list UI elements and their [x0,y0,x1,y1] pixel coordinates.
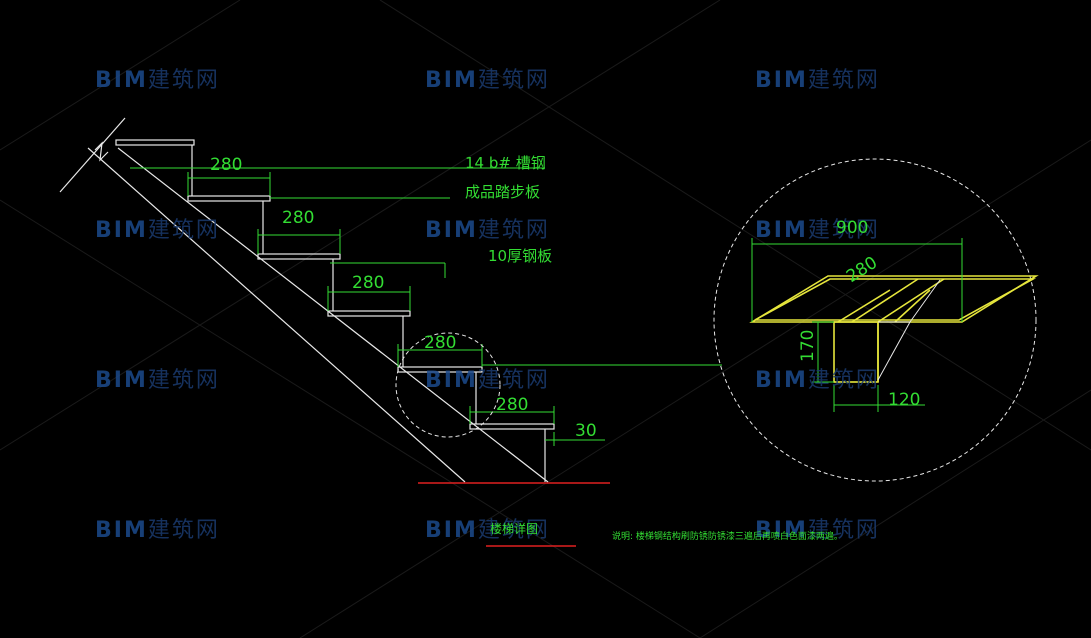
label-steel-plate: 10厚钢板 [488,247,553,265]
watermark-suffix: 建筑网 [147,518,220,543]
dim-detail-width: 900 [836,218,869,238]
watermark-brand: BIM [425,68,478,93]
watermark-suffix: 建筑网 [147,68,220,93]
watermark-suffix: 建筑网 [807,218,880,243]
watermark-brand: BIM [95,218,148,243]
drawing-note: 说明: 楼梯钢结构刷防锈防锈漆三遍后再喷白色面漆两遍。 [612,532,843,542]
detail-dimensions [751,238,963,412]
watermark-brand: BIM [95,68,148,93]
watermark-brand: BIM [425,518,478,543]
watermark-brand: BIM [755,518,808,543]
dim-tread-1: 280 [210,155,243,175]
watermark-brand: BIM [95,368,148,393]
watermark: BIM建筑网 [425,212,550,244]
watermark-suffix: 建筑网 [807,68,880,93]
dim-detail-channel: 120 [888,390,921,410]
watermark: BIM建筑网 [95,362,220,394]
watermark-brand: BIM [755,368,808,393]
dim-tread-2: 280 [282,208,315,228]
watermark-suffix: 建筑网 [477,218,550,243]
enlarged-tread-detail [749,275,1039,383]
watermark-brand: BIM [425,368,478,393]
watermark: BIM建筑网 [755,62,880,94]
watermark: BIM建筑网 [425,512,550,544]
dim-tread-4: 280 [424,333,457,353]
label-tread-board: 成品踏步板 [465,183,541,201]
watermark-suffix: 建筑网 [477,518,550,543]
watermark: BIM建筑网 [755,362,880,394]
dim-nosing: 30 [575,421,597,441]
watermark: BIM建筑网 [95,62,220,94]
watermark: BIM建筑网 [95,512,220,544]
watermark-brand: BIM [755,68,808,93]
stair-stringer [59,117,549,483]
dim-detail-height: 170 [798,329,818,362]
dim-tread-3: 280 [352,273,385,293]
watermark: BIM建筑网 [755,212,880,244]
detail-circles [395,158,1037,482]
ground-line [418,482,610,547]
watermark-brand: BIM [95,518,148,543]
watermark-suffix: 建筑网 [477,68,550,93]
watermark-suffix: 建筑网 [807,518,880,543]
watermark-suffix: 建筑网 [147,218,220,243]
watermark-brand: BIM [755,218,808,243]
label-channel-steel: 14 b# 槽钢 [465,154,546,172]
watermark: BIM建筑网 [95,212,220,244]
drawing-title: 楼梯详图 [490,522,539,536]
watermark-brand: BIM [425,218,478,243]
dimension-lines [130,167,722,446]
watermark-suffix: 建筑网 [807,368,880,393]
watermark: BIM建筑网 [755,512,880,544]
dim-tread-5: 280 [496,395,529,415]
watermark: BIM建筑网 [425,362,550,394]
watermark-suffix: 建筑网 [477,368,550,393]
watermark: BIM建筑网 [425,62,550,94]
watermark-suffix: 建筑网 [147,368,220,393]
